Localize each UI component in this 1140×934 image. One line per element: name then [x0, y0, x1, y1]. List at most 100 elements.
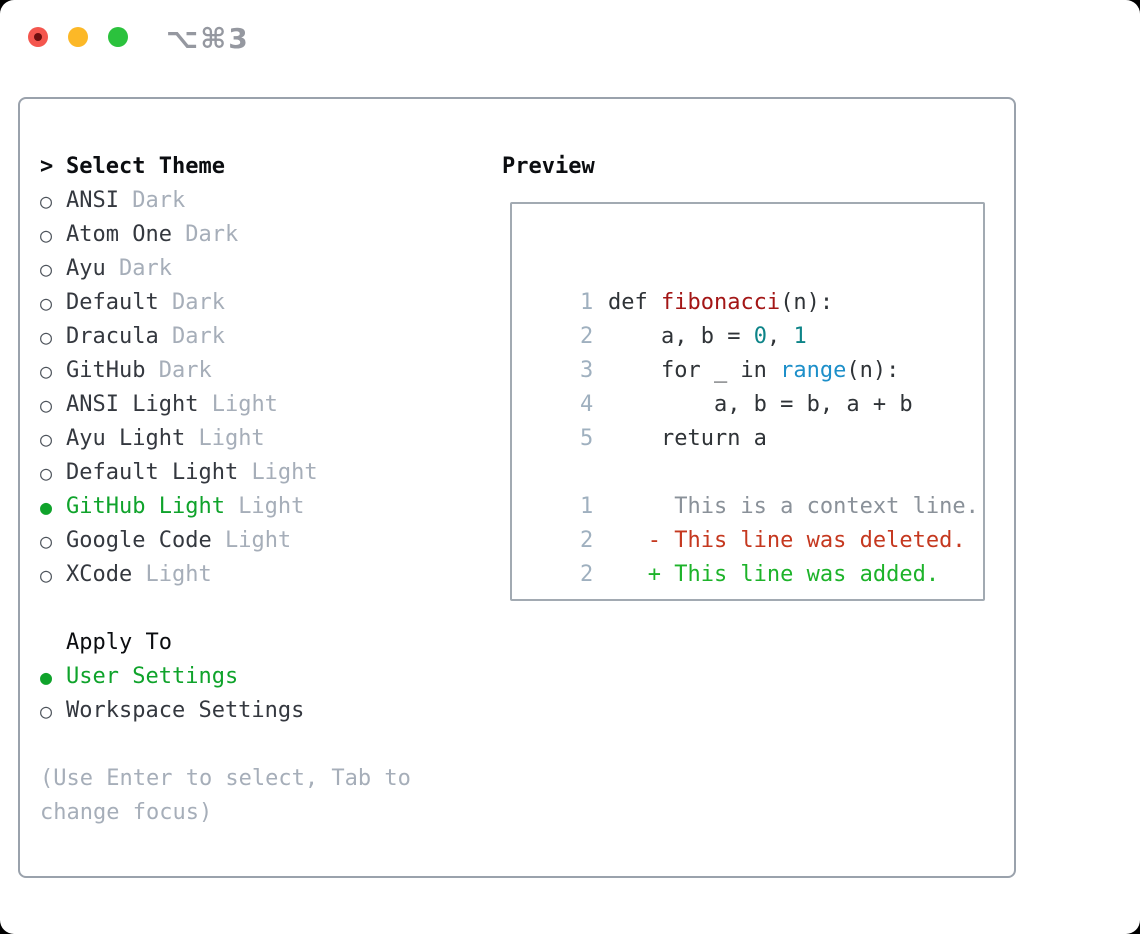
- radio-icon: ○: [40, 291, 53, 315]
- theme-name: Dracula: [66, 324, 172, 349]
- line-content: + This line was added.: [608, 562, 939, 587]
- line-content: def fibonacci(n):: [608, 290, 833, 315]
- theme-option[interactable]: ○ GitHub Dark: [40, 354, 450, 388]
- preview-line: 1 def fibonacci(n):: [527, 252, 983, 315]
- theme-option[interactable]: ○Ayu Light Light: [40, 422, 450, 456]
- select-theme-title: Select Theme: [66, 154, 225, 179]
- line-content: - This line was deleted.: [608, 528, 966, 553]
- theme-variant-label: Light: [211, 392, 278, 417]
- line-number: 2: [579, 562, 594, 587]
- apply-to-header: Apply To: [40, 626, 450, 660]
- theme-variant-label: Dark: [118, 256, 172, 281]
- theme-variant-label: Dark: [158, 358, 212, 383]
- theme-option[interactable]: ○ Ayu Dark: [40, 252, 450, 286]
- radio-icon: ○: [40, 325, 53, 349]
- theme-variant-label: Light: [251, 460, 318, 485]
- theme-option[interactable]: ○ Dracula Dark: [40, 320, 450, 354]
- section-gap: [40, 592, 450, 626]
- apply-to-option[interactable]: ○ Workspace Settings: [40, 694, 450, 728]
- theme-name: Default Light: [66, 460, 252, 485]
- theme-variant-label: Dark: [171, 324, 225, 349]
- line-content: This is a context line.: [608, 494, 979, 519]
- radio-icon: ○: [40, 359, 53, 383]
- titlebar: ⌥⌘3: [0, 0, 1140, 70]
- theme-list: ○ANSI Dark ○ Atom One Dark ○ Ayu Dark ○ Def…: [40, 184, 450, 592]
- theme-name: Ayu: [66, 256, 119, 281]
- code-token-deleted: - This line was deleted.: [607, 528, 966, 553]
- theme-name: GitHub: [66, 358, 159, 383]
- theme-name: XCode: [66, 562, 146, 587]
- preview-line: 2 - This line was deleted.: [527, 490, 983, 553]
- minimize-button[interactable]: [68, 27, 88, 47]
- preview-line: 2 + This line was added.: [527, 524, 983, 587]
- theme-name: Default: [66, 290, 172, 315]
- preview-line: 2 a, b = 0, 1: [527, 286, 983, 349]
- window-title-shortcut: ⌥⌘3: [166, 22, 250, 55]
- radio-icon: ○: [40, 529, 53, 553]
- radio-icon: ○: [40, 699, 53, 723]
- radio-icon: ○: [40, 461, 53, 485]
- theme-option[interactable]: ○Default Dark: [40, 286, 450, 320]
- close-button[interactable]: [28, 27, 48, 47]
- theme-variant-label: Dark: [185, 222, 239, 247]
- apply-to-option[interactable]: ●User Settings: [40, 660, 450, 694]
- theme-name: Google Code: [66, 528, 225, 553]
- radio-icon: ○: [40, 393, 53, 417]
- line-number: 1: [579, 494, 594, 519]
- radio-icon: ○: [40, 257, 53, 281]
- preview-title: Preview: [502, 154, 595, 179]
- code-token-plain: def: [607, 290, 661, 315]
- line-content: a, b = 0, 1: [608, 324, 807, 349]
- keyboard-hint: (Use Enter to select, Tab to change focu…: [40, 766, 411, 825]
- code-token-number: 1: [793, 324, 807, 349]
- theme-option[interactable]: ○ XCode Light: [40, 558, 450, 592]
- line-number: 3: [579, 358, 594, 383]
- theme-variant-label: Light: [224, 528, 292, 553]
- line-content: for _ in range(n):: [608, 358, 899, 383]
- select-theme-header: > Select Theme: [40, 150, 450, 184]
- cursor-prompt-icon: >: [40, 154, 54, 179]
- code-token-number: 0: [753, 324, 767, 349]
- preview-line: 3 for _ in range(n):: [527, 320, 983, 383]
- code-token-builtin: range: [780, 358, 847, 383]
- radio-icon: ○: [40, 189, 53, 213]
- theme-option[interactable]: ○ Default Light Light: [40, 456, 450, 490]
- line-number: 4: [579, 392, 594, 417]
- code-token-plain: a, b =: [607, 324, 754, 349]
- line-number: 1: [579, 290, 594, 315]
- theme-variant-label: Light: [145, 562, 212, 587]
- preview-line: 1 This is a context line.: [527, 456, 983, 519]
- line-content: return a: [608, 426, 767, 451]
- code-token-plain: (n):: [780, 290, 834, 315]
- code-token-plain: a, b = b, a + b: [607, 392, 913, 417]
- line-content: a, b = b, a + b: [608, 392, 913, 417]
- theme-name: GitHub Light: [66, 494, 239, 519]
- theme-option[interactable]: ●GitHub Light Light: [40, 490, 450, 524]
- code-token-context: This is a context line.: [607, 494, 979, 519]
- theme-name: Ayu Light: [66, 426, 199, 451]
- zoom-button[interactable]: [108, 27, 128, 47]
- theme-option[interactable]: ○ ANSI Light Light: [40, 388, 450, 422]
- theme-name: Atom One: [66, 222, 186, 247]
- apply-to-option-label: Workspace Settings: [66, 698, 305, 723]
- theme-option[interactable]: ○ Google Code Light: [40, 524, 450, 558]
- radio-icon: ○: [40, 223, 53, 247]
- line-number: 5: [579, 426, 594, 451]
- radio-icon: ●: [40, 495, 53, 519]
- line-number: 2: [579, 528, 594, 553]
- radio-icon: ○: [40, 563, 53, 587]
- code-token-added: + This line was added.: [607, 562, 940, 587]
- theme-option[interactable]: ○ANSI Dark: [40, 184, 450, 218]
- code-token-function: fibonacci: [660, 290, 781, 315]
- apply-to-list: ●User Settings ○ Workspace Settings: [40, 660, 450, 728]
- radio-icon: ○: [40, 427, 53, 451]
- theme-picker-panel: > Select Theme ○ANSI Dark ○ Atom One Dark …: [18, 97, 1016, 878]
- theme-name: ANSI Light: [66, 392, 212, 417]
- code-token-plain: for _ in: [607, 358, 781, 383]
- theme-option[interactable]: ○ Atom One Dark: [40, 218, 450, 252]
- code-token-plain: (n):: [846, 358, 900, 383]
- theme-variant-label: Dark: [132, 188, 186, 213]
- radio-icon: ●: [40, 665, 53, 689]
